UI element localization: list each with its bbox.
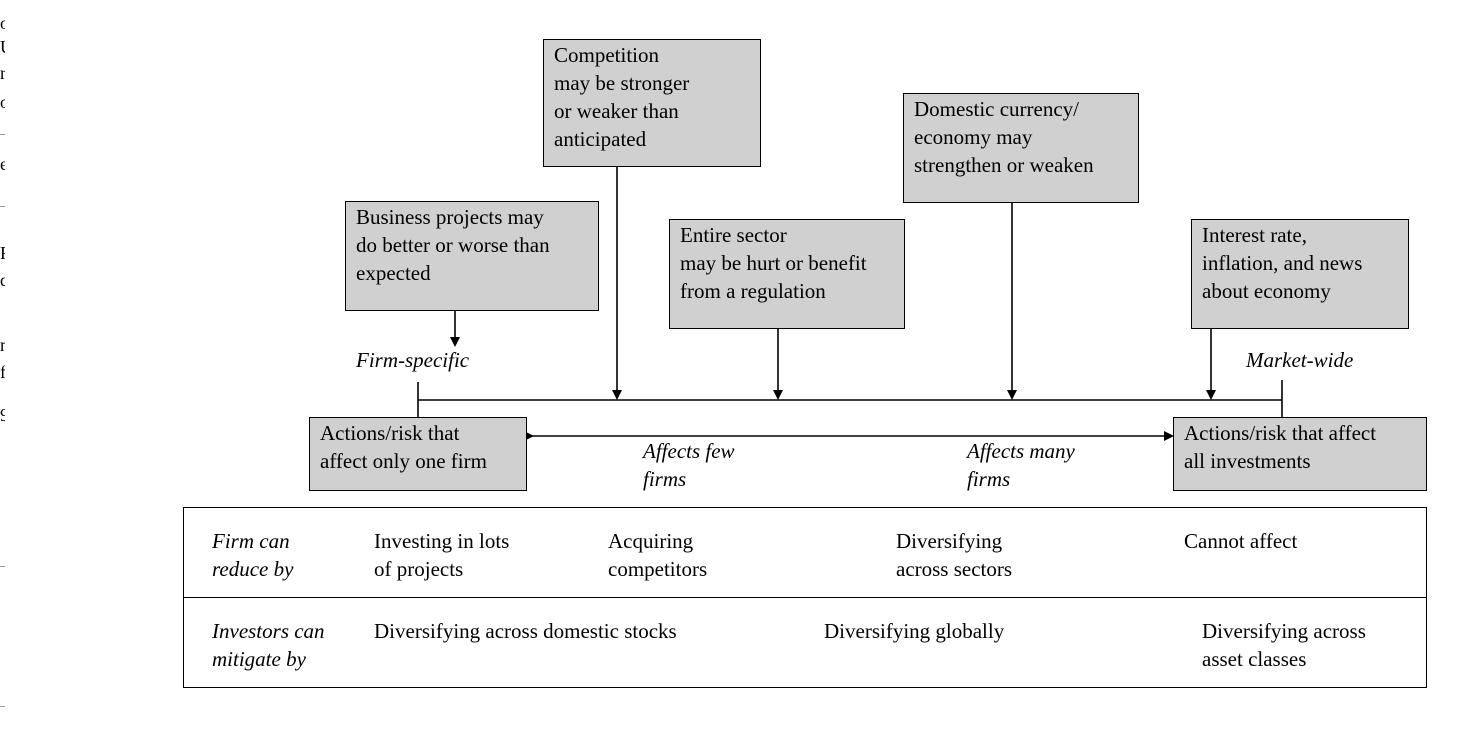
box-text: Actions/risk that (320, 421, 460, 445)
box-text: do better or worse than (356, 233, 550, 257)
row2-header: Investors can mitigate by (212, 617, 325, 673)
cell-text: Firm can (212, 529, 290, 553)
cell-text: mitigate by (212, 647, 306, 671)
box-text: about economy (1202, 279, 1331, 303)
cell-text: of projects (374, 557, 464, 581)
cell-text: Diversifying globally (824, 619, 1005, 643)
market-wide-label: Market-wide (1246, 348, 1354, 372)
edge-char: r (0, 63, 5, 83)
box-text: economy may (914, 125, 1033, 149)
row1-cell-4: Cannot affect (1184, 527, 1297, 555)
row-divider (184, 597, 1426, 598)
box-text: may be hurt or benefit (680, 251, 867, 275)
currency-box: Domestic currency/ economy may strengthe… (903, 93, 1139, 203)
box-text: Entire sector (680, 223, 787, 247)
row1-cell-3: Diversifying across sectors (896, 527, 1012, 583)
row1-cell-1: Investing in lots of projects (374, 527, 509, 583)
business-box: Business projects may do better or worse… (345, 201, 599, 311)
edge-char: F (0, 243, 5, 263)
cell-text: Diversifying across (1202, 619, 1366, 643)
competition-box: Competition may be stronger or weaker th… (543, 39, 761, 167)
cell-text: competitors (608, 557, 708, 581)
cell-text: Cannot affect (1184, 529, 1298, 553)
box-text: strengthen or weaken (914, 153, 1094, 177)
cell-text: Acquiring (608, 529, 694, 553)
box-text: all investments (1184, 449, 1311, 473)
one-firm-box: Actions/risk that affect only one firm (309, 417, 527, 491)
cell-text: Diversifying across domestic stocks (374, 619, 677, 643)
box-text: Competition (554, 43, 659, 67)
mitigation-table: Firm can reduce by Investing in lots of … (183, 507, 1427, 688)
box-text: Business projects may (356, 205, 544, 229)
row2-cell-2: Diversifying globally (824, 617, 1004, 645)
firm-specific-label: Firm-specific (356, 348, 470, 372)
box-text: or weaker than (554, 99, 679, 123)
row1-header: Firm can reduce by (212, 527, 293, 583)
edge-char: 9 (0, 405, 5, 425)
row1-cell-2: Acquiring competitors (608, 527, 707, 583)
cell-text: asset classes (1202, 647, 1307, 671)
cell-text: Investing in lots (374, 529, 510, 553)
affects-many-label: Affects many firms (967, 437, 1075, 493)
edge-char: o (0, 13, 5, 33)
edge-char: e (0, 154, 5, 174)
cell-text: Investors can (212, 619, 325, 643)
box-text: Actions/risk that affect (1184, 421, 1377, 445)
label-text: firms (967, 467, 1011, 491)
cell-text: reduce by (212, 557, 294, 581)
box-text: expected (356, 261, 431, 285)
edge-rule (0, 706, 5, 707)
box-text: Domestic currency/ (914, 97, 1080, 121)
edge-char: d (0, 270, 5, 290)
box-text: inflation, and news (1202, 251, 1363, 275)
label-text: firms (643, 467, 687, 491)
label-text: Affects few (643, 439, 735, 463)
box-text: from a regulation (680, 279, 826, 303)
interest-box: Interest rate, inflation, and news about… (1191, 219, 1409, 329)
edge-char: f (0, 362, 5, 382)
edge-char: U (0, 37, 5, 57)
box-text: anticipated (554, 127, 647, 151)
box-text: Interest rate, (1202, 223, 1307, 247)
all-investments-box: Actions/risk that affect all investments (1173, 417, 1427, 491)
row2-cell-3: Diversifying across asset classes (1202, 617, 1366, 673)
edge-char: n (0, 335, 5, 355)
label-text: Affects many (967, 439, 1075, 463)
edge-rule (0, 206, 5, 207)
edge-char: o (0, 92, 5, 112)
cell-text: Diversifying (896, 529, 1003, 553)
row2-cell-1: Diversifying across domestic stocks (374, 617, 677, 645)
sector-box: Entire sector may be hurt or benefit fro… (669, 219, 905, 329)
affects-few-label: Affects few firms (643, 437, 735, 493)
box-text: may be stronger (554, 71, 690, 95)
edge-rule (0, 134, 5, 135)
box-text: affect only one firm (320, 449, 487, 473)
edge-rule (0, 566, 5, 567)
cell-text: across sectors (896, 557, 1013, 581)
